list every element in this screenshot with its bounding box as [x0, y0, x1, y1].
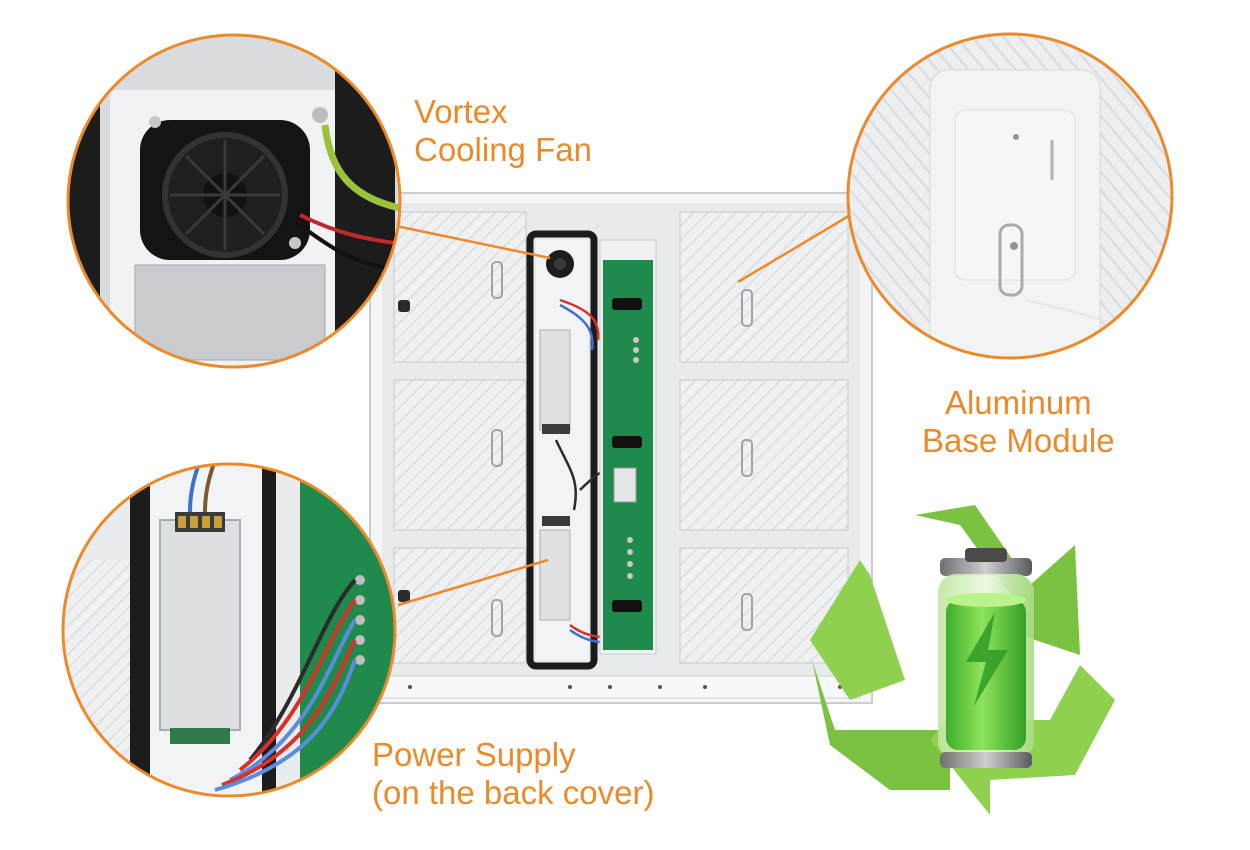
cabinet-panel	[369, 192, 873, 704]
power-supply-zoom-circle	[61, 462, 397, 798]
power-supply-callout: Power Supply (on the back cover)	[372, 736, 654, 812]
power-supply-callout-line2: (on the back cover)	[372, 774, 655, 811]
aluminum-base-callout: Aluminum Base Module	[922, 384, 1115, 460]
cooling-fan-callout-line2: Cooling Fan	[414, 131, 592, 168]
aluminum-base-callout-line1: Aluminum	[944, 384, 1092, 421]
battery-icon	[938, 548, 1034, 768]
aluminum-zoom-circle	[846, 32, 1174, 360]
cooling-fan-callout: Vortex Cooling Fan	[414, 93, 592, 169]
leader-lines	[395, 212, 853, 607]
fan-zoom-circle	[66, 33, 402, 369]
aluminum-base-callout-line2: Base Module	[922, 422, 1115, 459]
lightning-bolt-icon	[966, 612, 1008, 706]
fan-icon	[140, 116, 310, 260]
cooling-fan-callout-line1: Vortex	[414, 93, 508, 130]
aluminum-tiles	[393, 211, 849, 664]
power-supply-callout-line1: Power Supply	[372, 736, 576, 773]
